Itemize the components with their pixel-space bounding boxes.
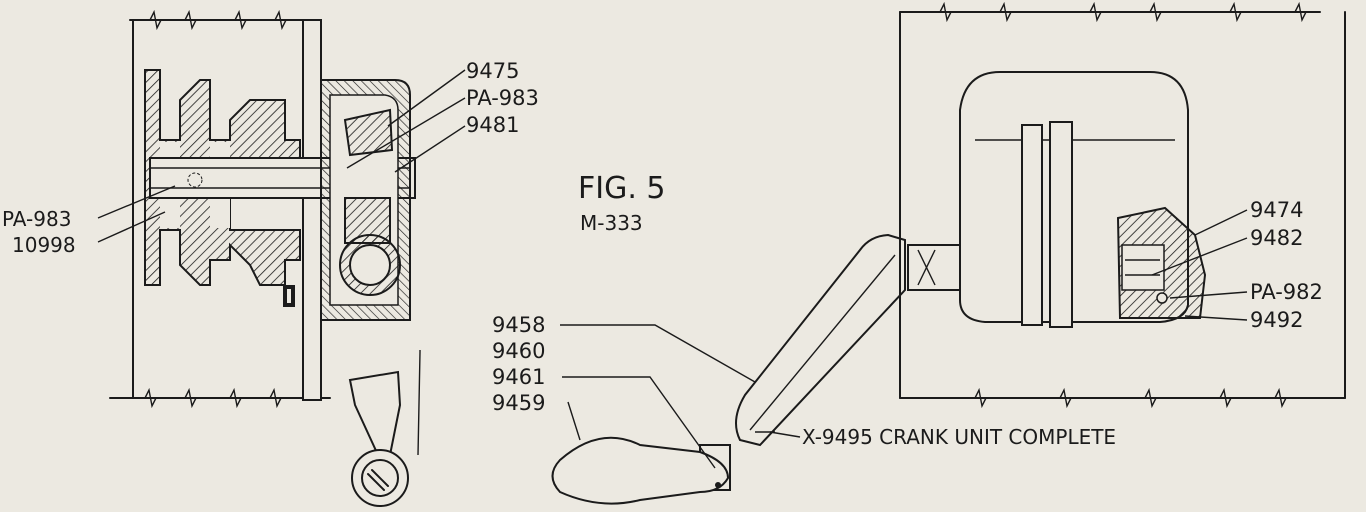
part-label-9458: 9458 (492, 313, 545, 337)
part-label-9459: 9459 (492, 391, 545, 415)
part-label-9460: 9460 (492, 339, 545, 363)
right-part-labels: 9474 9482 PA-982 9492 (1250, 198, 1323, 332)
figure-subtitle: M-333 (580, 211, 643, 235)
part-label-pa983-side: PA-983 (2, 207, 71, 231)
left-leader-lines (97, 69, 466, 243)
crank-part-labels: 9458 9460 9461 9459 X-9495 CRANK UNIT CO… (492, 313, 1116, 449)
small-handle-detail (348, 370, 409, 507)
figure-caption: FIG. 5 M-333 (578, 171, 666, 235)
part-label-9475: 9475 (466, 59, 519, 83)
part-label-pa983-top: PA-983 (466, 86, 539, 110)
crank-unit (551, 233, 906, 505)
right-leader-lines (1151, 209, 1248, 321)
part-label-9492: 9492 (1250, 308, 1303, 332)
crank-leader-lines (417, 324, 801, 469)
crank-unit-label: X-9495 CRANK UNIT COMPLETE (802, 425, 1116, 449)
right-assembly (899, 1, 1346, 409)
part-label-9482: 9482 (1250, 226, 1303, 250)
part-label-9474: 9474 (1250, 198, 1303, 222)
figure-title: FIG. 5 (578, 171, 666, 206)
part-label-10998: 10998 (12, 233, 76, 257)
part-label-9461: 9461 (492, 365, 545, 389)
left-assembly-section (109, 9, 416, 409)
left-part-labels: 9475 PA-983 9481 PA-983 10998 (2, 59, 539, 257)
part-label-pa982: PA-982 (1250, 280, 1323, 304)
part-label-9481: 9481 (466, 113, 519, 137)
